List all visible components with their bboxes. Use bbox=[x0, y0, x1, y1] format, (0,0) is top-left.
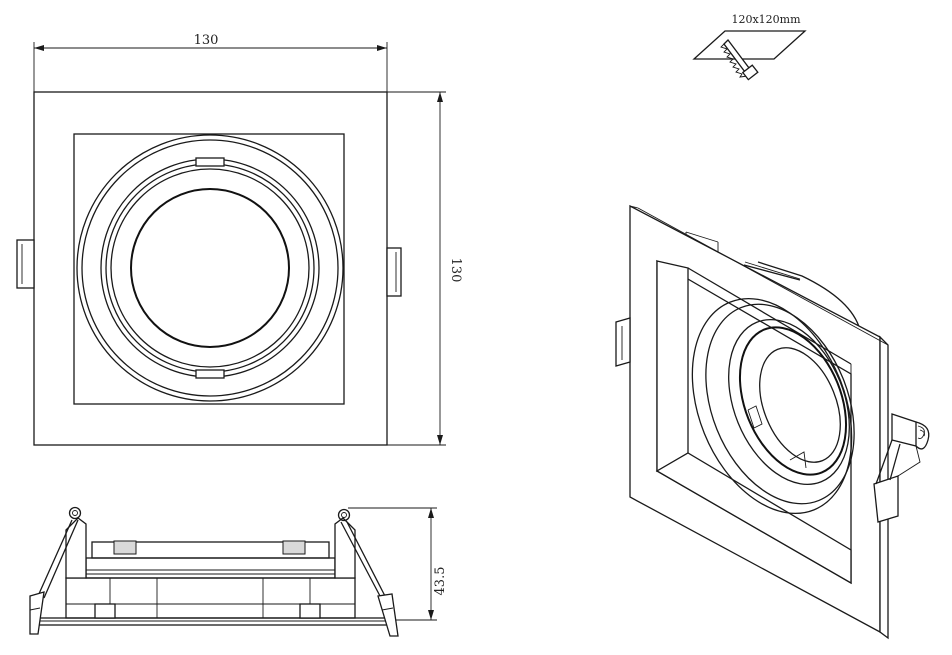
saw-icon bbox=[720, 39, 759, 81]
height-dimension-label: 130 bbox=[448, 258, 463, 283]
housing-ring bbox=[85, 557, 336, 579]
bezel-plate bbox=[33, 617, 388, 626]
side-view: 43.5 bbox=[29, 506, 448, 637]
front-view: 130 130 bbox=[16, 33, 463, 446]
cutout-icon: 120x120mm bbox=[692, 13, 807, 81]
left-clip bbox=[16, 239, 35, 289]
ceiling-panel-icon bbox=[692, 30, 807, 60]
gimbal-rings bbox=[76, 134, 344, 402]
inner-opening bbox=[73, 133, 345, 405]
outer-frame bbox=[33, 91, 388, 446]
perspective-right-spring bbox=[873, 413, 930, 523]
height-dimension: 130 bbox=[387, 91, 463, 446]
housing-top bbox=[91, 541, 330, 559]
width-dimension-label: 130 bbox=[194, 33, 219, 48]
width-dimension: 130 bbox=[33, 33, 388, 92]
cutout-label: 120x120mm bbox=[731, 13, 801, 26]
left-spring bbox=[29, 506, 82, 635]
right-clip bbox=[386, 247, 402, 297]
perspective-gimbal bbox=[691, 297, 855, 515]
perspective-view bbox=[615, 204, 930, 640]
depth-dimension-label: 43.5 bbox=[433, 567, 448, 596]
perspective-left-clip bbox=[615, 317, 631, 367]
right-spring bbox=[337, 508, 399, 637]
